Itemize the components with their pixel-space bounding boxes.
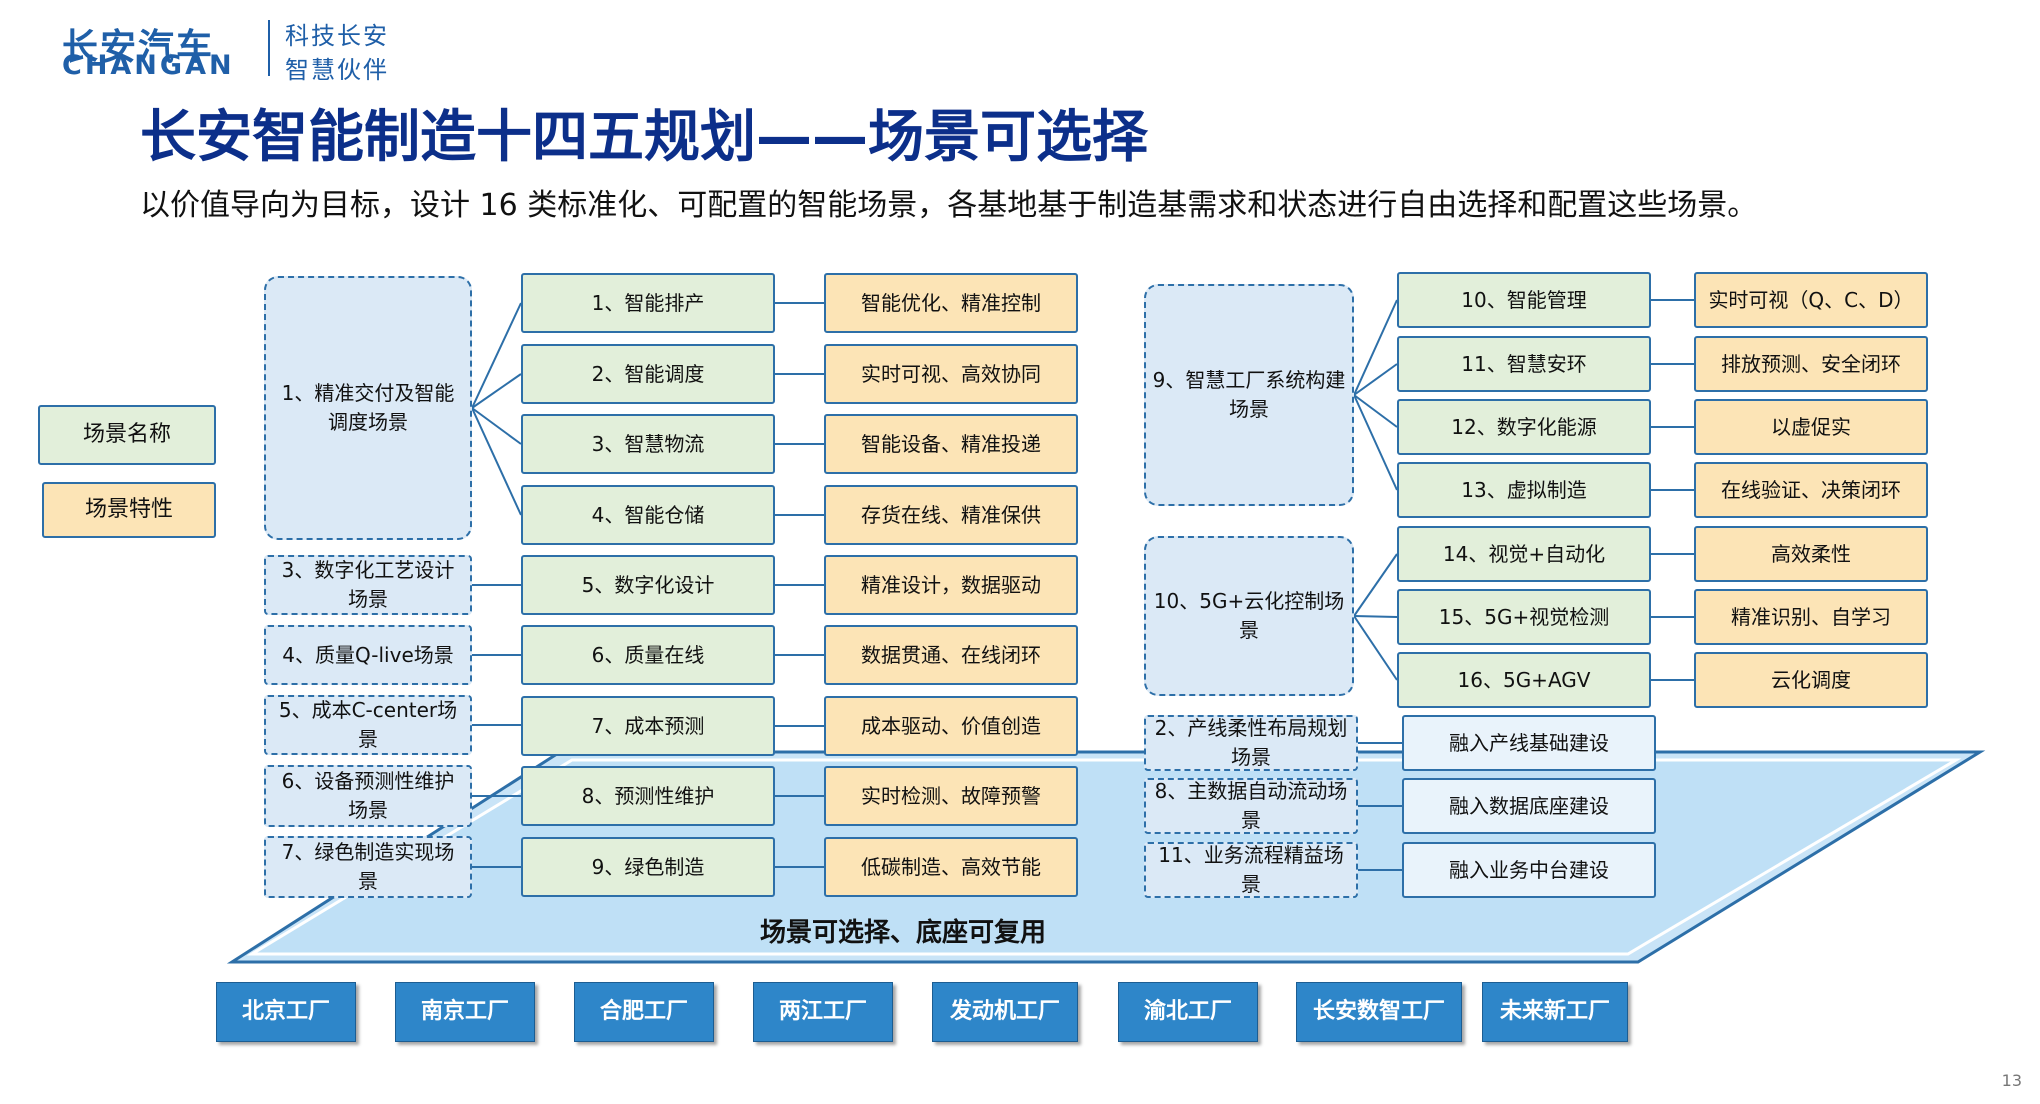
left-feature-4: 存货在线、精准保供: [824, 485, 1078, 545]
connector-right-scene-1-right-category-2: [1353, 363, 1398, 396]
left-category-1: 1、智能排产: [521, 273, 775, 333]
connector-right-scene-1-right-category-4: [1353, 394, 1398, 491]
left-feature-5: 精准设计，数据驱动: [824, 555, 1078, 615]
left-scene-2: 3、数字化工艺设计场景: [264, 555, 472, 615]
connector-right-scene-2-right-category-5: [1353, 553, 1398, 617]
right-scene-1: 9、智慧工厂系统构建场景: [1144, 284, 1354, 506]
right-feature-4: 在线验证、决策闭环: [1694, 462, 1928, 518]
left-scene-1: 1、精准交付及智能调度场景: [264, 276, 472, 540]
factory-beijing: 北京工厂: [216, 982, 356, 1042]
page-subtitle: 以价值导向为目标，设计 16 类标准化、可配置的智能场景，各基地基于制造基需求和…: [140, 188, 1758, 223]
right-category-4: 13、虚拟制造: [1397, 462, 1651, 518]
left-category-6: 6、质量在线: [521, 625, 775, 685]
right-category-6: 15、5G+视觉检测: [1397, 589, 1651, 645]
base-item-3: 融入业务中台建设: [1402, 842, 1656, 898]
left-scene-3: 4、质量Q-live场景: [264, 625, 472, 685]
base-scene-3: 11、业务流程精益场景: [1144, 842, 1358, 898]
right-scene-2: 10、5G+云化控制场景: [1144, 536, 1354, 696]
left-feature-2: 实时可视、高效协同: [824, 344, 1078, 404]
connector-right-scene-1-right-category-3: [1353, 394, 1398, 428]
left-scene-5: 6、设备预测性维护场景: [264, 765, 472, 827]
connector-right-scene-2-right-category-6: [1353, 615, 1398, 618]
page-number: 13: [2001, 1071, 2022, 1090]
left-feature-1: 智能优化、精准控制: [824, 273, 1078, 333]
platform-label: 场景可选择、底座可复用: [760, 918, 1047, 948]
left-category-2: 2、智能调度: [521, 344, 775, 404]
right-category-5: 14、视觉+自动化: [1397, 526, 1651, 582]
right-category-3: 12、数字化能源: [1397, 399, 1651, 455]
right-feature-2: 排放预测、安全闭环: [1694, 336, 1928, 392]
page-title: 长安智能制造十四五规划——场景可选择: [140, 105, 1148, 170]
left-feature-6: 数据贯通、在线闭环: [824, 625, 1078, 685]
factory-nanjing: 南京工厂: [395, 982, 535, 1042]
right-category-2: 11、智慧安环: [1397, 336, 1651, 392]
factory-engine: 发动机工厂: [932, 982, 1078, 1042]
logo-english: CHANGAN: [62, 50, 235, 81]
left-category-9: 9、绿色制造: [521, 837, 775, 897]
logo-slogan-2: 智慧伙伴: [285, 56, 389, 84]
connector-left-scene-1-left-category-3: [471, 407, 522, 445]
base-scene-1: 2、产线柔性布局规划场景: [1144, 715, 1358, 771]
right-category-7: 16、5G+AGV: [1397, 652, 1651, 708]
left-category-3: 3、智慧物流: [521, 414, 775, 474]
right-feature-1: 实时可视（Q、C、D）: [1694, 272, 1928, 328]
left-category-4: 4、智能仓储: [521, 485, 775, 545]
right-feature-6: 精准识别、自学习: [1694, 589, 1928, 645]
left-category-5: 5、数字化设计: [521, 555, 775, 615]
left-scene-6: 7、绿色制造实现场景: [264, 836, 472, 898]
base-scene-2: 8、主数据自动流动场景: [1144, 778, 1358, 834]
right-feature-3: 以虚促实: [1694, 399, 1928, 455]
connector-right-scene-2-right-category-7: [1353, 615, 1398, 681]
factory-future: 未来新工厂: [1482, 982, 1628, 1042]
right-feature-7: 云化调度: [1694, 652, 1928, 708]
connector-left-scene-1-left-category-4: [471, 407, 522, 516]
connector-left-scene-1-left-category-1: [471, 302, 522, 409]
factory-yubei: 渝北工厂: [1118, 982, 1258, 1042]
logo-slogan-1: 科技长安: [285, 22, 389, 50]
left-category-7: 7、成本预测: [521, 696, 775, 756]
left-category-8: 8、预测性维护: [521, 766, 775, 826]
right-category-1: 10、智能管理: [1397, 272, 1651, 328]
left-feature-7: 成本驱动、价值创造: [824, 696, 1078, 756]
right-feature-5: 高效柔性: [1694, 526, 1928, 582]
legend-scene-feature: 场景特性: [42, 482, 216, 538]
factory-liangjiang: 两江工厂: [753, 982, 893, 1042]
connector-left-scene-1-left-category-2: [471, 373, 522, 409]
left-scene-4: 5、成本C-center场景: [264, 695, 472, 755]
left-feature-9: 低碳制造、高效节能: [824, 837, 1078, 897]
factory-hefei: 合肥工厂: [574, 982, 714, 1042]
connector-right-scene-1-right-category-1: [1353, 299, 1398, 396]
base-item-2: 融入数据底座建设: [1402, 778, 1656, 834]
left-feature-8: 实时检测、故障预警: [824, 766, 1078, 826]
logo-divider: [268, 20, 270, 76]
factory-changan-digital: 长安数智工厂: [1296, 982, 1462, 1042]
logo-chinese: 长安汽车: [62, 27, 215, 68]
legend-scene-name: 场景名称: [38, 405, 216, 465]
base-item-1: 融入产线基础建设: [1402, 715, 1656, 771]
left-feature-3: 智能设备、精准投递: [824, 414, 1078, 474]
